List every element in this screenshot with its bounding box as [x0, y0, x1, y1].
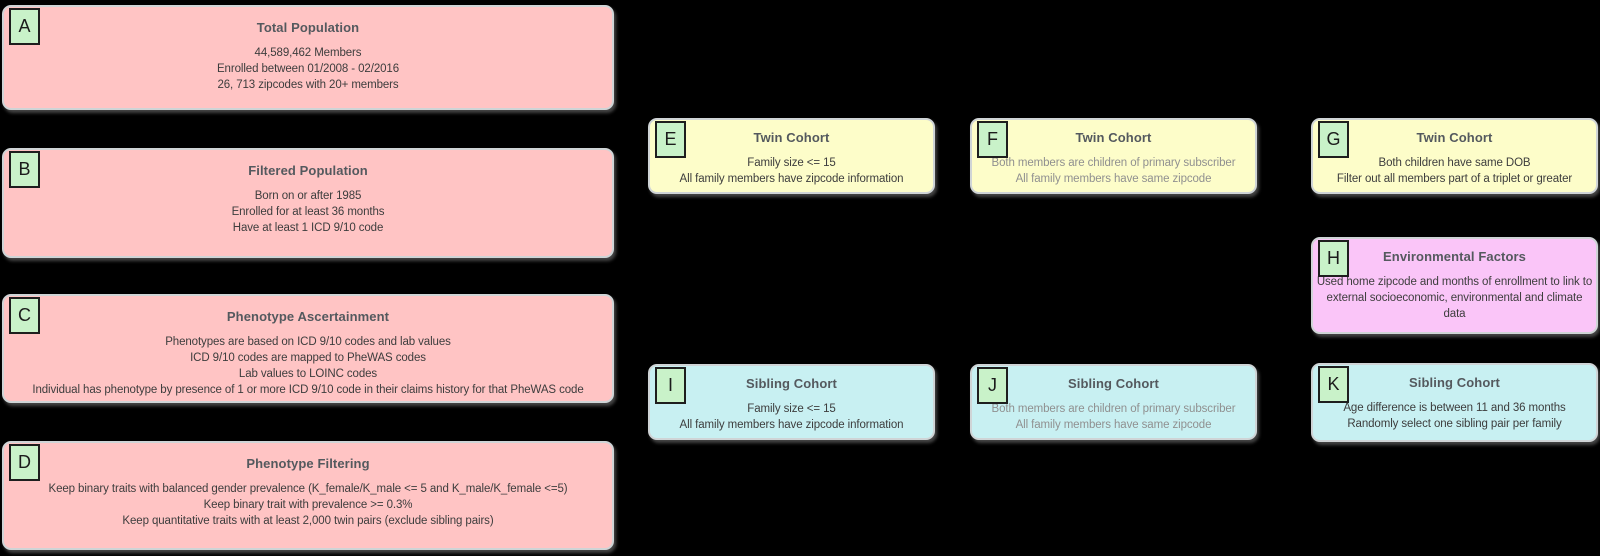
box-title: Sibling Cohort: [1068, 376, 1159, 391]
box-letter: F: [987, 129, 998, 149]
box-line: Family size <= 15: [747, 403, 836, 415]
box-line: Age difference is between 11 and 36 mont…: [1343, 402, 1566, 414]
box-letter: H: [1327, 248, 1340, 268]
box-title: Sibling Cohort: [1409, 375, 1500, 390]
box-line: All family members have same zipcode: [1015, 173, 1212, 185]
box-letter: E: [664, 129, 677, 149]
box-letter: J: [988, 375, 997, 395]
box-letter: K: [1327, 374, 1340, 394]
box-title: Total Population: [256, 20, 360, 35]
box-title: Filtered Population: [248, 163, 368, 178]
box-i: I Sibling Cohort Family size <= 15 All fa…: [648, 364, 935, 440]
box-line: Keep binary traits with balanced gender …: [48, 483, 568, 495]
box-letter-badge: H: [1318, 240, 1349, 277]
box-letter: C: [18, 305, 31, 325]
box-body: Both children have same DOB Filter out al…: [1313, 155, 1596, 187]
box-c: C Phenotype Ascertainment Phenotypes are…: [2, 294, 614, 403]
box-letter-badge: E: [655, 121, 686, 158]
box-body: Family size <= 15 All family members have…: [650, 401, 933, 433]
box-line: Individual has phenotype by presence of …: [32, 384, 584, 396]
box-line: All family members have same zipcode: [1015, 419, 1212, 431]
box-title: Phenotype Ascertainment: [226, 309, 390, 324]
box-line: 26, 713 zipcodes with 20+ members: [217, 79, 399, 91]
box-letter: D: [18, 452, 31, 472]
box-line: All family members have zipcode informat…: [679, 419, 904, 431]
box-line: Phenotypes are based on ICD 9/10 codes a…: [165, 336, 451, 348]
box-line: Have at least 1 ICD 9/10 code: [232, 222, 384, 234]
box-line: Both members are children of primary sub…: [991, 157, 1236, 169]
box-body: Family size <= 15 All family members have…: [650, 155, 933, 187]
box-line: Used home zipcode and months of enrollme…: [1316, 276, 1593, 320]
box-k: K Sibling Cohort Age difference is betwe…: [1311, 363, 1598, 442]
box-line: Both children have same DOB: [1378, 157, 1531, 169]
box-d: D Phenotype Filtering Keep binary traits…: [2, 441, 614, 550]
box-line: Family size <= 15: [747, 157, 836, 169]
box-body: Both members are children of primary sub…: [972, 155, 1255, 187]
box-line: All family members have zipcode informat…: [679, 173, 904, 185]
box-letter: A: [18, 16, 31, 36]
box-body: Keep binary traits with balanced gender …: [4, 481, 612, 529]
box-title: Twin Cohort: [753, 130, 830, 145]
box-e: E Twin Cohort Family size <= 15 All famil…: [648, 118, 935, 194]
box-letter-badge: K: [1318, 366, 1349, 403]
box-letter-badge: J: [977, 367, 1008, 404]
box-b: B Filtered Population Born on or after 1…: [2, 148, 614, 258]
box-body: Phenotypes are based on ICD 9/10 codes a…: [4, 334, 612, 398]
box-title: Sibling Cohort: [746, 376, 837, 391]
box-letter: I: [667, 375, 673, 395]
box-line: Keep quantitative traits with at least 2…: [122, 515, 494, 527]
box-h: H Environmental Factors Used home zipcod…: [1311, 237, 1598, 334]
box-body: Used home zipcode and months of enrollme…: [1313, 274, 1596, 322]
box-line: Keep binary trait with prevalence >= 0.3…: [203, 499, 413, 511]
box-f: F Twin Cohort Both members are children …: [970, 118, 1257, 194]
box-title: Twin Cohort: [1416, 130, 1493, 145]
box-letter-badge: D: [9, 444, 40, 481]
box-title: Phenotype Filtering: [246, 456, 370, 471]
box-letter-badge: F: [977, 121, 1008, 158]
box-letter-badge: I: [655, 367, 686, 404]
box-line: Randomly select one sibling pair per fam…: [1347, 418, 1562, 430]
box-j: J Sibling Cohort Both members are childr…: [970, 364, 1257, 440]
box-body: Age difference is between 11 and 36 mont…: [1313, 400, 1596, 432]
box-line: Filter out all members part of a triplet…: [1336, 173, 1573, 185]
box-line: Lab values to LOINC codes: [238, 368, 378, 380]
box-line: Both members are children of primary sub…: [991, 403, 1236, 415]
box-line: 44,589,462 Members: [254, 47, 362, 59]
box-letter: G: [1326, 129, 1341, 149]
box-g: G Twin Cohort Both children have same DO…: [1311, 118, 1598, 194]
box-line: Enrolled for at least 36 months: [231, 206, 385, 218]
box-body: Both members are children of primary sub…: [972, 401, 1255, 433]
box-letter-badge: A: [9, 8, 40, 45]
box-letter-badge: G: [1318, 121, 1349, 158]
box-letter: B: [18, 159, 31, 179]
box-letter-badge: B: [9, 151, 40, 188]
box-line: ICD 9/10 codes are mapped to PheWAS code…: [190, 352, 426, 364]
box-letter-badge: C: [9, 297, 40, 334]
box-title: Environmental Factors: [1383, 249, 1526, 264]
box-line: Enrolled between 01/2008 - 02/2016: [216, 63, 400, 75]
box-title: Twin Cohort: [1075, 130, 1152, 145]
box-line: Born on or after 1985: [254, 190, 362, 202]
